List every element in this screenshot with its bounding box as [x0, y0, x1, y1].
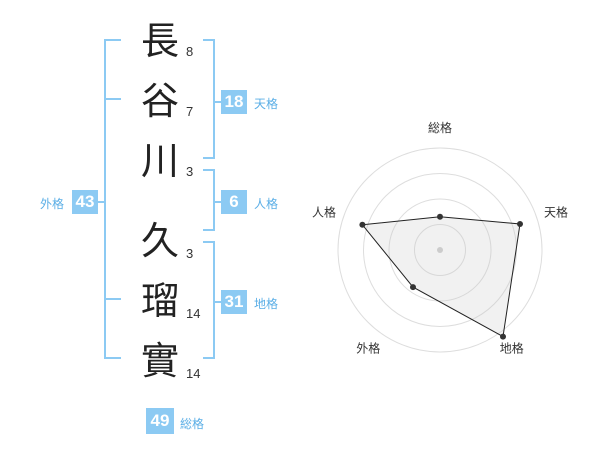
tenkaku-label: 天格: [254, 97, 279, 111]
radar-grid-ring: [388, 198, 492, 302]
stroke-count-4: 3: [186, 246, 194, 261]
stroke-count-2: 7: [186, 104, 194, 119]
tenkaku-bracket: [203, 39, 215, 159]
radar-axis-label-1: 総格: [428, 120, 452, 135]
radar-point-4: [410, 284, 416, 291]
stroke-count-6: 14: [186, 366, 201, 381]
radar-point-5: [359, 221, 366, 228]
name-char-1: 長: [140, 19, 179, 63]
soukaku-badge: 49: [146, 408, 174, 434]
jinkaku-badge: 6: [221, 190, 247, 214]
gaikaku-badge: 43: [72, 190, 98, 214]
stroke-count-1: 8: [186, 44, 194, 59]
gaikaku-bracket: [104, 39, 121, 359]
name-char-4: 久: [140, 219, 179, 263]
radar-axis-label-4: 外格: [356, 341, 380, 356]
radar-center-point: [437, 247, 443, 253]
jinkaku-bracket: [203, 169, 215, 231]
stroke-count-3: 3: [186, 164, 194, 179]
radar-point-1: [437, 213, 443, 220]
radar-point-2: [517, 221, 523, 227]
radar-grid-ring: [414, 224, 466, 276]
name-char-3: 川: [140, 139, 179, 183]
radar-axis-label-5: 人格: [312, 204, 336, 219]
name-char-5: 瑠: [140, 279, 179, 323]
radar-series-polygon: [361, 216, 521, 338]
name-char-6: 實: [140, 339, 179, 383]
gaikaku-label: 外格: [40, 197, 65, 211]
radar-axis-label-2: 天格: [544, 204, 568, 219]
name-char-2: 谷: [140, 79, 179, 123]
jinkaku-label: 人格: [254, 197, 279, 211]
radar-axis-label-3: 地格: [500, 341, 524, 356]
chikaku-bracket: [203, 241, 215, 359]
tenkaku-badge: 18: [221, 90, 247, 114]
stroke-count-5: 14: [186, 306, 201, 321]
chikaku-badge: 31: [221, 290, 247, 314]
chikaku-label: 地格: [254, 297, 279, 311]
radar-point-3: [500, 333, 506, 340]
soukaku-label: 総格: [180, 417, 205, 431]
